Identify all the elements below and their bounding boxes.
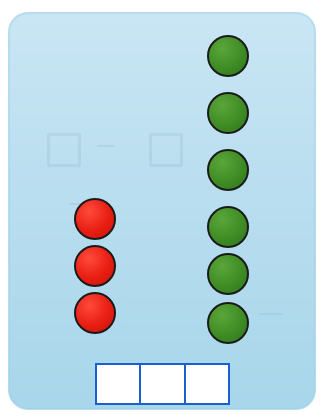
green-dot [207, 149, 249, 191]
green-dot [207, 253, 249, 295]
green-dot [207, 302, 249, 344]
answer-box[interactable] [141, 365, 185, 403]
red-dot [74, 292, 116, 334]
green-dot [207, 92, 249, 134]
red-dot [74, 198, 116, 240]
background-square-left [47, 133, 81, 167]
green-dot [207, 206, 249, 248]
background-square-right [149, 133, 183, 167]
background-equals-line [97, 145, 115, 147]
green-dot [207, 35, 249, 77]
background-dash-line [259, 313, 283, 315]
answer-boxes [95, 363, 230, 405]
red-dot [74, 245, 116, 287]
exercise-card [8, 12, 316, 410]
answer-box[interactable] [97, 365, 141, 403]
answer-box[interactable] [186, 365, 228, 403]
